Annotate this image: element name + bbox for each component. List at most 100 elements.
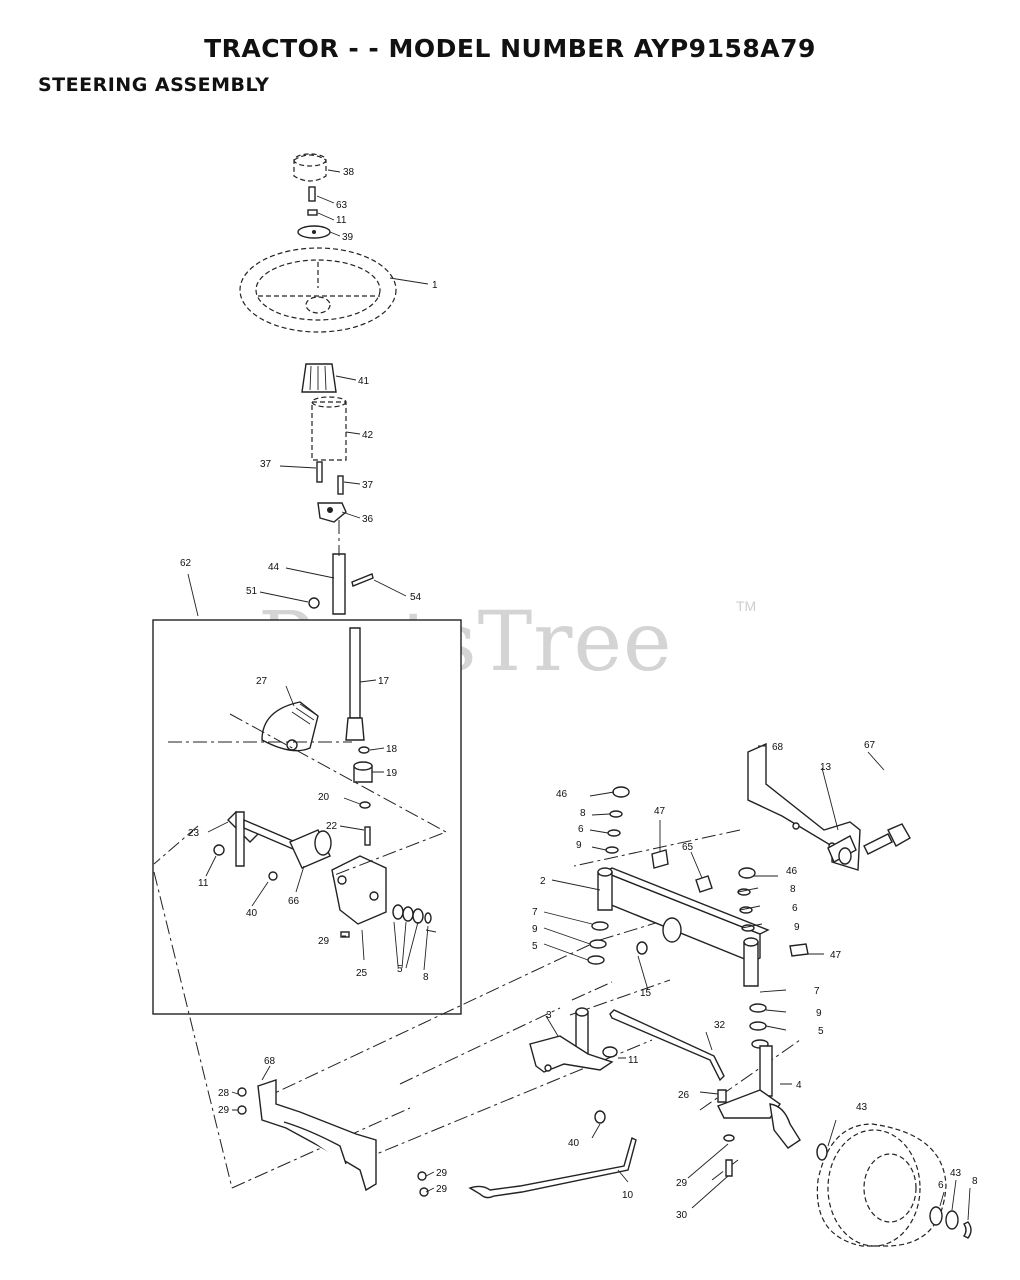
- callout-9-left-lower[interactable]: 9: [532, 924, 538, 935]
- callout-44[interactable]: 44: [268, 562, 280, 573]
- callout-62[interactable]: 62: [180, 558, 192, 569]
- callout-37-left[interactable]: 37: [260, 459, 272, 470]
- callout-8-detail[interactable]: 8: [423, 972, 429, 983]
- callout-19[interactable]: 19: [386, 768, 398, 779]
- callout-43-inner[interactable]: 43: [856, 1102, 868, 1113]
- callout-66[interactable]: 66: [288, 896, 300, 907]
- callout-6-right[interactable]: 6: [792, 903, 798, 914]
- pin-30[interactable]: [725, 1159, 733, 1177]
- washer-40-spindle[interactable]: [594, 1110, 606, 1124]
- steering-cap[interactable]: [293, 153, 327, 182]
- callout-11-detail[interactable]: 11: [198, 878, 209, 889]
- axle-bracket-68-bottom[interactable]: [257, 1079, 377, 1192]
- bracket-25[interactable]: [331, 855, 387, 925]
- callout-25[interactable]: 25: [356, 968, 368, 979]
- callout-29-bottom-right-a[interactable]: 29: [436, 1168, 448, 1179]
- washer-11-spindle[interactable]: [602, 1046, 618, 1058]
- callout-5-detail[interactable]: 5: [397, 964, 403, 975]
- spindle-4[interactable]: [717, 1045, 801, 1149]
- screws-29-bottom-left[interactable]: [237, 1087, 247, 1115]
- steering-shaft-17[interactable]: [345, 627, 365, 741]
- callout-40-detail[interactable]: 40: [246, 908, 258, 919]
- washer-29-spindle[interactable]: [723, 1134, 735, 1142]
- spacer-13[interactable]: [827, 835, 857, 865]
- callout-9-left[interactable]: 9: [576, 840, 582, 851]
- bracket-36[interactable]: [317, 502, 347, 523]
- callout-38[interactable]: 38: [343, 167, 355, 178]
- screws-29-bottom-right[interactable]: [417, 1171, 429, 1197]
- callout-20[interactable]: 20: [318, 792, 330, 803]
- column-sleeve-42[interactable]: [311, 396, 347, 461]
- washer-11-detail[interactable]: [213, 844, 225, 856]
- spindle-left-kingpin[interactable]: [597, 867, 613, 911]
- callout-18[interactable]: 18: [386, 744, 398, 755]
- callout-39[interactable]: 39: [342, 232, 354, 243]
- callout-13[interactable]: 13: [820, 762, 832, 773]
- callout-32[interactable]: 32: [714, 1020, 726, 1031]
- screw-63[interactable]: [308, 186, 316, 202]
- callout-8-right[interactable]: 8: [790, 884, 796, 895]
- bolt-67[interactable]: [863, 823, 911, 855]
- callout-37-right[interactable]: 37: [362, 480, 374, 491]
- spindle-3[interactable]: [529, 1007, 614, 1073]
- callout-11-spindle[interactable]: 11: [628, 1055, 639, 1066]
- wheel-adapter-41[interactable]: [301, 363, 337, 393]
- washer-20[interactable]: [359, 801, 371, 809]
- screw-22[interactable]: [364, 826, 371, 846]
- steering-wheel[interactable]: [239, 247, 397, 333]
- callout-51[interactable]: 51: [246, 586, 258, 597]
- callout-29-bottom-left[interactable]: 29: [218, 1105, 230, 1116]
- callout-65[interactable]: 65: [682, 842, 694, 853]
- bolts-37[interactable]: [316, 461, 344, 495]
- callout-9-right[interactable]: 9: [794, 922, 800, 933]
- callout-17[interactable]: 17: [378, 676, 390, 687]
- wheel-43[interactable]: [816, 1123, 947, 1247]
- bolt-54[interactable]: [351, 573, 374, 587]
- washer-18[interactable]: [358, 746, 370, 754]
- callout-42[interactable]: 42: [362, 430, 374, 441]
- callout-1[interactable]: 1: [432, 280, 438, 291]
- callout-5-right[interactable]: 5: [818, 1026, 824, 1037]
- callout-11[interactable]: 11: [336, 215, 347, 226]
- callout-22[interactable]: 22: [326, 821, 338, 832]
- callout-4[interactable]: 4: [796, 1080, 802, 1091]
- callout-29-bottom-right-b[interactable]: 29: [436, 1184, 448, 1195]
- callout-47-right[interactable]: 47: [830, 950, 842, 961]
- pinion-19[interactable]: [353, 761, 373, 783]
- callout-36[interactable]: 36: [362, 514, 374, 525]
- callout-29-spindle[interactable]: 29: [676, 1178, 688, 1189]
- callout-47-left[interactable]: 47: [654, 806, 666, 817]
- bushing-66[interactable]: [289, 829, 332, 869]
- fitting-26[interactable]: [717, 1089, 727, 1103]
- callout-6-wheel[interactable]: 6: [938, 1180, 944, 1191]
- washer-39[interactable]: [297, 225, 331, 239]
- callout-68-bottom[interactable]: 68: [264, 1056, 276, 1067]
- callout-27[interactable]: 27: [256, 676, 268, 687]
- callout-63[interactable]: 63: [336, 200, 348, 211]
- callout-8-left[interactable]: 8: [580, 808, 586, 819]
- screw-29-detail[interactable]: [340, 931, 350, 938]
- washer-40-detail[interactable]: [268, 871, 278, 881]
- washer-43-outer[interactable]: [945, 1210, 959, 1230]
- fitting-47-right[interactable]: [789, 943, 809, 957]
- washers-5-8-detail[interactable]: [392, 904, 432, 924]
- callout-29-detail[interactable]: 29: [318, 936, 330, 947]
- shaft-44[interactable]: [332, 520, 346, 615]
- callout-30[interactable]: 30: [676, 1210, 688, 1221]
- drag-link-10[interactable]: [468, 1136, 637, 1199]
- pivot-bar-23[interactable]: [227, 811, 301, 867]
- callout-43-outer[interactable]: 43: [950, 1168, 962, 1179]
- cap-46-right[interactable]: [738, 867, 756, 879]
- bushing-65[interactable]: [695, 875, 713, 893]
- callout-28[interactable]: 28: [218, 1088, 230, 1099]
- washer-43-inner[interactable]: [816, 1143, 828, 1161]
- callout-2[interactable]: 2: [540, 876, 546, 887]
- callout-8-wheel[interactable]: 8: [972, 1176, 978, 1187]
- callout-67[interactable]: 67: [864, 740, 876, 751]
- spindle-right-kingpin[interactable]: [743, 937, 759, 987]
- callout-5-left[interactable]: 5: [532, 941, 538, 952]
- callout-54[interactable]: 54: [410, 592, 422, 603]
- tie-rod-32[interactable]: [609, 1009, 725, 1082]
- fitting-47-left[interactable]: [651, 849, 669, 869]
- callout-3[interactable]: 3: [546, 1010, 552, 1021]
